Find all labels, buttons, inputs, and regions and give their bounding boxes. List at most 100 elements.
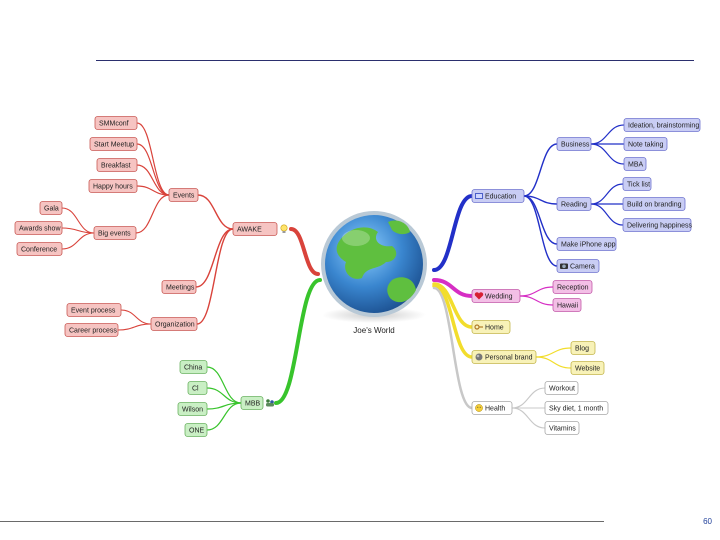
node-personal-brand-1-label: Website: [575, 366, 600, 373]
node-personal-brand[interactable]: Personal brand: [471, 350, 537, 364]
node-camera-label: Camera: [570, 264, 595, 271]
node-wedding-label: Wedding: [485, 294, 513, 301]
node-event-1[interactable]: Start Meetup: [89, 137, 138, 151]
node-business-0-label: Ideation, brainstorming: [628, 123, 699, 130]
node-reading[interactable]: Reading: [556, 197, 592, 211]
node-big-event-1[interactable]: Awards show: [14, 221, 63, 235]
node-event-3-label: Happy hours: [93, 184, 133, 191]
node-mbb-0-label: China: [184, 365, 202, 372]
node-big-event-1-label: Awards show: [19, 226, 61, 233]
node-event-0-label: SMMconf: [99, 121, 129, 128]
node-health[interactable]: Health: [471, 401, 513, 415]
heart-icon: [474, 292, 484, 300]
link-wedding-0: [519, 286, 554, 297]
link-mbb-0: [206, 366, 242, 404]
node-health-1-label: Sky diet, 1 month: [549, 406, 603, 413]
lightbulb-icon: [280, 224, 288, 233]
link-wedding-1: [519, 295, 554, 306]
node-wedding-0[interactable]: Reception: [552, 280, 593, 294]
link-home: [432, 282, 474, 329]
link-meetings: [195, 228, 234, 288]
node-mbb-3-label: ONE: [189, 428, 205, 435]
node-business-2[interactable]: MBA: [623, 157, 647, 171]
node-education[interactable]: Education: [471, 189, 525, 203]
link-camera: [523, 195, 558, 267]
node-business-1[interactable]: Note taking: [623, 137, 668, 151]
node-wedding-1[interactable]: Hawaii: [552, 298, 582, 312]
node-business[interactable]: Business: [556, 137, 592, 151]
node-big-events[interactable]: Big events: [93, 226, 137, 240]
node-awake[interactable]: AWAKE: [232, 222, 288, 236]
people-icon: [266, 399, 274, 407]
node-reading-label: Reading: [561, 202, 587, 209]
node-reading-2[interactable]: Delivering happiness: [622, 218, 692, 232]
node-personal-brand-0-label: Blog: [575, 346, 589, 353]
node-event-2[interactable]: Breakfast: [96, 158, 138, 172]
node-reading-0-label: Tick list: [627, 182, 650, 189]
node-mbb-1-label: Cl: [192, 386, 199, 393]
link-event-0: [136, 122, 170, 196]
node-mbb-3[interactable]: ONE: [184, 423, 208, 437]
node-mbb-2[interactable]: Wilson: [177, 402, 208, 416]
link-big-event-0: [61, 207, 95, 234]
node-events-label: Events: [173, 193, 195, 200]
node-org-0-label: Event process: [71, 308, 116, 315]
link-mbb-3: [206, 402, 242, 431]
node-reading-0[interactable]: Tick list: [622, 177, 652, 191]
node-meetings-label: Meetings: [166, 285, 195, 292]
node-business-0[interactable]: Ideation, brainstorming: [623, 118, 701, 132]
node-event-3[interactable]: Happy hours: [88, 179, 138, 193]
link-organization: [196, 228, 234, 325]
node-organization-label: Organization: [155, 322, 195, 329]
node-business-2-label: MBA: [628, 162, 644, 169]
node-big-event-0-label: Gala: [44, 206, 59, 213]
node-business-label: Business: [561, 142, 590, 149]
node-health-0[interactable]: Workout: [544, 381, 579, 395]
node-org-1[interactable]: Career process: [64, 323, 119, 337]
node-home[interactable]: Home: [471, 320, 511, 334]
node-personal-brand-label: Personal brand: [485, 355, 533, 362]
page-number: 60: [703, 517, 712, 526]
node-camera[interactable]: Camera: [556, 259, 600, 273]
node-home-label: Home: [485, 325, 504, 332]
link-event-3: [136, 185, 170, 196]
node-mbb-label: MBB: [245, 401, 261, 408]
node-mbb-1[interactable]: Cl: [187, 381, 208, 395]
link-mbb-1: [206, 387, 242, 404]
node-reading-2-label: Delivering happiness: [627, 223, 692, 230]
link-event-1: [136, 143, 170, 196]
globe-icon: [321, 211, 427, 323]
top-divider: [96, 60, 694, 61]
node-big-event-0[interactable]: Gala: [39, 201, 63, 215]
node-reading-1[interactable]: Build on branding: [622, 197, 686, 211]
link-education: [432, 194, 474, 272]
node-iphone[interactable]: Make iPhone app: [556, 237, 617, 251]
link-org-0: [120, 309, 152, 325]
link-org-1: [117, 323, 152, 331]
node-big-event-2[interactable]: Conference: [16, 242, 63, 256]
node-health-2-label: Vitamins: [549, 426, 576, 433]
center-label: Joe's World: [353, 326, 394, 335]
node-meetings[interactable]: Meetings: [161, 280, 197, 294]
node-personal-brand-1[interactable]: Website: [570, 361, 605, 375]
camera-icon: [560, 263, 568, 269]
node-org-0[interactable]: Event process: [66, 303, 122, 317]
link-business: [523, 143, 558, 197]
node-wedding[interactable]: Wedding: [471, 289, 521, 303]
node-event-0[interactable]: SMMconf: [94, 116, 138, 130]
node-events[interactable]: Events: [168, 188, 199, 202]
node-mbb[interactable]: MBB: [240, 396, 274, 410]
node-iphone-label: Make iPhone app: [561, 242, 616, 249]
node-organization[interactable]: Organization: [150, 317, 198, 331]
link-business-0: [590, 124, 625, 145]
node-awake-label: AWAKE: [237, 227, 262, 234]
node-mbb-0[interactable]: China: [179, 360, 208, 374]
link-awake: [289, 227, 320, 276]
link-events: [197, 194, 234, 230]
node-health-1[interactable]: Sky diet, 1 month: [544, 401, 609, 415]
node-health-2[interactable]: Vitamins: [544, 421, 580, 435]
link-health-0: [511, 387, 546, 409]
node-personal-brand-0[interactable]: Blog: [570, 341, 596, 355]
smiley-icon: [475, 404, 483, 412]
